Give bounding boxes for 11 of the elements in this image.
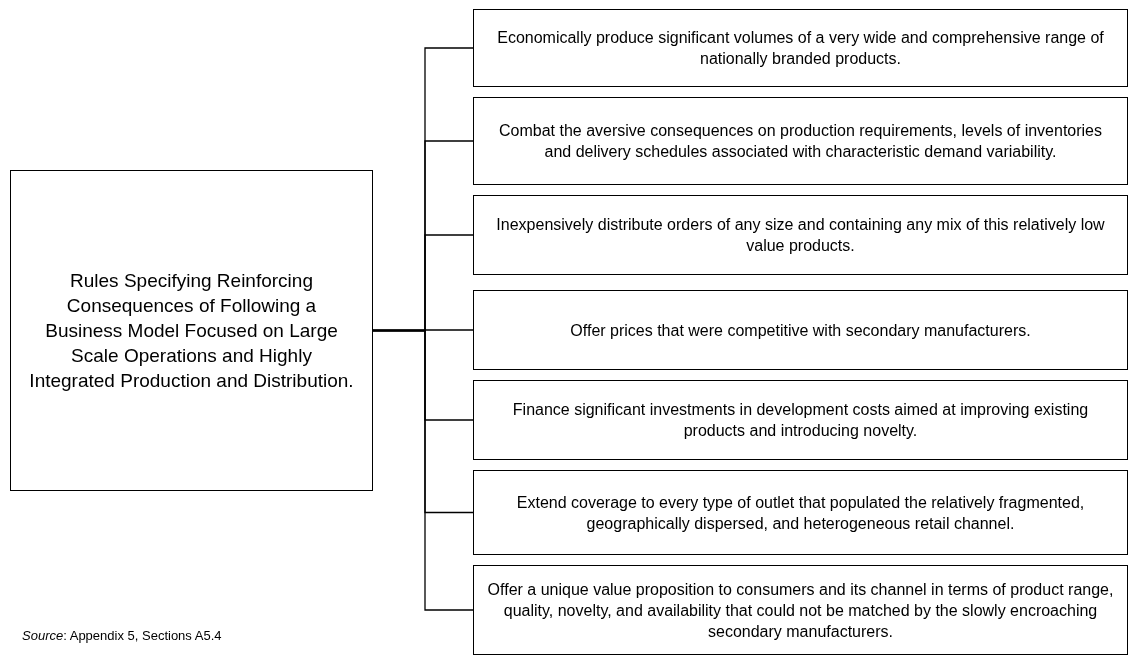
connector-line: [372, 329, 474, 611]
box-text: Offer a unique value proposition to consumers and its channel in terms of product range, quality, novelty, and availability that could not be matched by the slowly encroaching secondary manufacturers.: [486, 579, 1115, 642]
box-text: Combat the aversive consequences on production requirements, levels of inventories and delivery schedules associated with characteristic demand variability.: [498, 121, 1103, 162]
box-text: Offer prices that were competitive with secondary manufacturers.: [570, 320, 1031, 341]
box-text: Finance significant investments in development costs aimed at improving existing products and introducing novelty.: [511, 400, 1090, 441]
main-box: [10, 170, 373, 491]
box-text: Economically produce significant volumes of a very wide and comprehensive range of nationally branded products.: [496, 28, 1105, 69]
source-note: Source: Appendix 5, Sections A5.4: [22, 627, 222, 645]
box-text: Extend coverage to every type of outlet that populated the relatively fragmented, geographically dispersed, and heterogeneous retail channel.: [515, 492, 1086, 534]
box-text: Rules Specifying Reinforcing Consequences of Following a Business Model Focused on Large Scale Operations and Highly Integrated Production and Distribution.: [28, 269, 355, 393]
box-text: Inexpensively distribute orders of any size and containing any mix of this relatively low value products.: [495, 215, 1106, 256]
